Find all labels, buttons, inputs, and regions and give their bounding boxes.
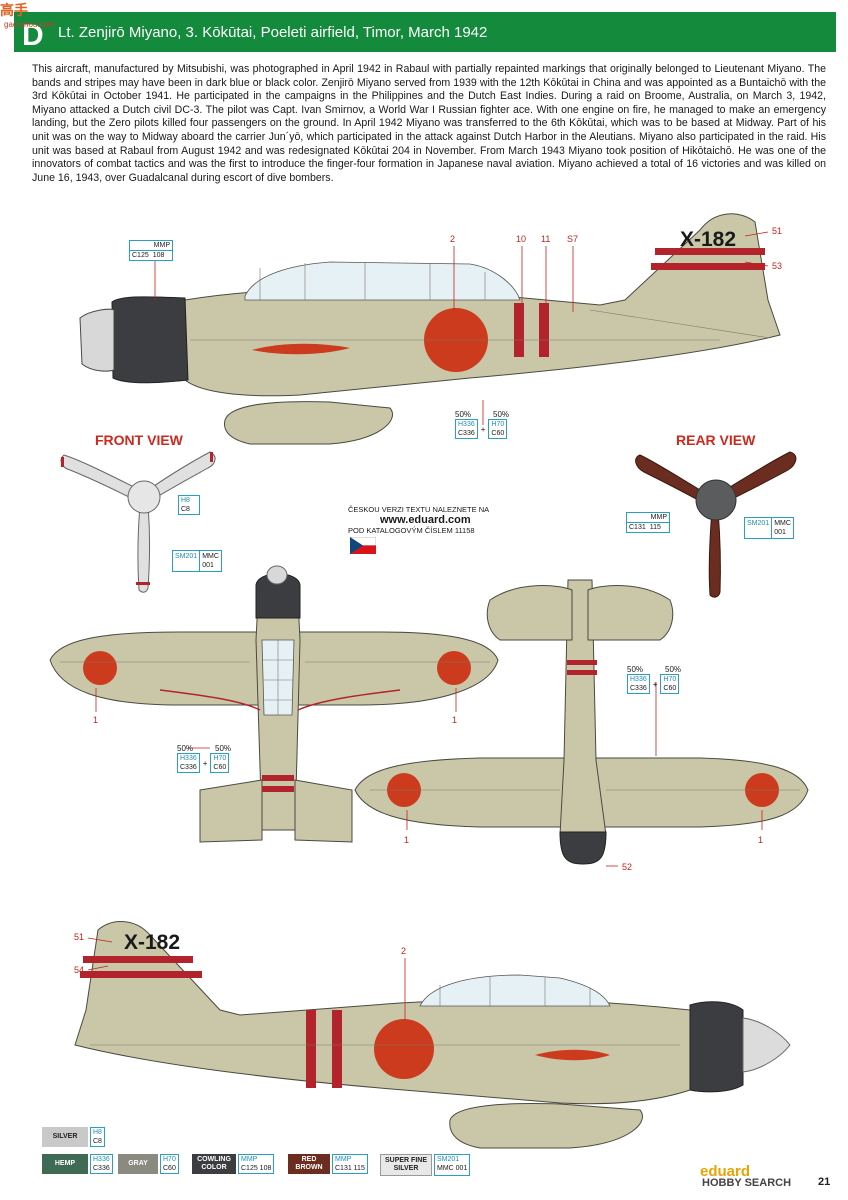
aircraft-description: This aircraft, manufactured by Mitsubish… bbox=[32, 63, 826, 184]
callout-1-bottom-right: 1 bbox=[758, 835, 764, 845]
side-profile-left: X-182 bbox=[79, 213, 781, 445]
czech-note-url[interactable]: www.eduard.com bbox=[380, 514, 471, 526]
tail-stripe-2 bbox=[651, 263, 765, 270]
side-profile-right: X-182 bbox=[74, 921, 791, 1149]
watermark-url: gao-shou.com bbox=[4, 20, 55, 29]
tail-code-bottom: X-182 bbox=[124, 931, 180, 954]
tail-stripe-1 bbox=[655, 248, 765, 255]
fuselage-band-2 bbox=[539, 303, 549, 357]
czech-note-line3: POD KATALOGOVÝM ČÍSLEM 11158 bbox=[348, 526, 475, 535]
callout-1-bottom-left: 1 bbox=[404, 835, 410, 845]
prop-front-color-code: H8 C8 bbox=[178, 495, 200, 515]
czech-flag-icon bbox=[350, 537, 376, 554]
callout-11: 11 bbox=[541, 234, 551, 244]
callout-leaders-top bbox=[453, 231, 769, 425]
plan-view-top bbox=[49, 565, 499, 843]
watermark-logo: 高手 bbox=[0, 2, 28, 18]
callout-1-top-left: 1 bbox=[93, 715, 99, 725]
callout-2: 2 bbox=[450, 234, 456, 244]
legend-super-fine-silver-swatch: SUPER FINE SILVER bbox=[380, 1154, 432, 1176]
legend-red-brown-swatch: RED BROWN bbox=[288, 1154, 330, 1174]
eduard-logo: eduard bbox=[700, 1163, 751, 1180]
tail-code-top: X-182 bbox=[680, 228, 736, 251]
variant-letter: D bbox=[22, 19, 44, 52]
plan-view-bottom bbox=[354, 579, 809, 865]
legend-silver-swatch: SILVER bbox=[42, 1127, 88, 1147]
callout-s7: S7 bbox=[567, 234, 579, 244]
callout-51: 51 bbox=[772, 226, 783, 236]
page-title: Lt. Zenjirō Miyano, 3. Kōkūtai, Poeleti … bbox=[58, 24, 488, 41]
front-view-propeller bbox=[60, 451, 216, 593]
rear-view-label: REAR VIEW bbox=[676, 432, 756, 448]
callout-52: 52 bbox=[622, 862, 633, 872]
front-view-label: FRONT VIEW bbox=[95, 432, 183, 448]
callout-leaders-bottom bbox=[87, 258, 763, 1020]
czech-note: ČESKOU VERZI TEXTU NALEZNETE NA www.edua… bbox=[348, 505, 508, 535]
fuselage-band-1 bbox=[514, 303, 524, 357]
hinomaru-side-right bbox=[374, 1019, 434, 1079]
callout-51-bottom: 51 bbox=[74, 932, 85, 942]
legend-hemp-swatch: HEMP bbox=[42, 1154, 88, 1174]
czech-note-line1: ČESKOU VERZI TEXTU NALEZNETE NA bbox=[348, 505, 490, 514]
page-number: 21 bbox=[818, 1176, 831, 1188]
callout-53: 53 bbox=[772, 261, 783, 271]
callout-10: 10 bbox=[516, 234, 527, 244]
legend-cowling-swatch: COWLING COLOR bbox=[192, 1154, 236, 1174]
legend-gray-swatch: GRAY bbox=[118, 1154, 158, 1174]
rear-view-propeller bbox=[635, 451, 797, 598]
title-bar: D Lt. Zenjirō Miyano, 3. Kōkūtai, Poelet… bbox=[14, 12, 836, 52]
callout-54: 54 bbox=[74, 965, 85, 975]
callout-1-top-right: 1 bbox=[452, 715, 458, 725]
hobby-search-watermark: HOBBY SEARCH bbox=[702, 1177, 792, 1189]
callout-2-bottom: 2 bbox=[401, 946, 407, 956]
